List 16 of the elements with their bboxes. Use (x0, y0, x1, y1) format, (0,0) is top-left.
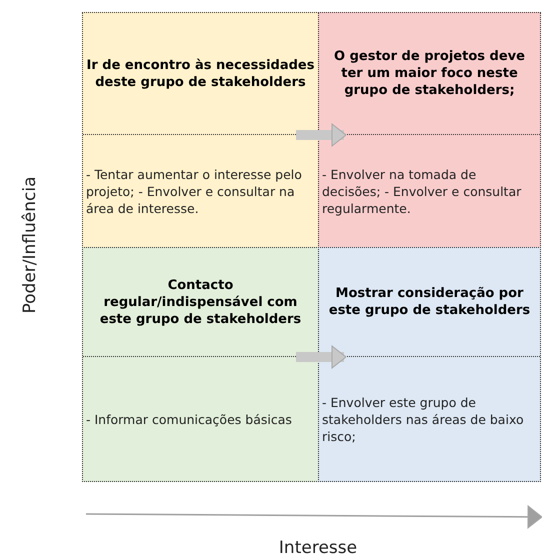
quadrant-heading: Mostrar consideração por este grupo de stakeholders (328, 285, 532, 319)
quadrant-panel (318, 12, 541, 248)
quadrant-panel (82, 247, 319, 482)
quadrant-text: - Informar comunicações básicas (86, 410, 292, 428)
quadrant-panel (82, 12, 319, 248)
quadrant-panel (318, 247, 541, 482)
quadrant-heading: Contacto regular/indispensável com este grupo de stakeholders (98, 276, 302, 328)
block-arrow (296, 346, 346, 368)
quadrant-text: - Envolver este grupo de stakeholders nas áreas de baixo risco; (322, 394, 525, 444)
quadrant-heading: Ir de encontro às necessidades deste grupo de stakeholders (86, 56, 315, 90)
block-arrow (296, 124, 346, 146)
axis-label: Interesse (278, 538, 358, 558)
axis-label: Poder/Influência (20, 176, 40, 314)
quadrant-heading: O gestor de projetos deve ter um maior foco neste grupo de stakeholders; (333, 48, 526, 99)
quadrant-text: - Envolver na tomada de decisões; - Envolver e consultar regularmente. (322, 166, 522, 216)
quadrant-text: - Tentar aumentar o interesse pelo projeto; - Envolver e consultar na área de interesse. (86, 166, 303, 216)
